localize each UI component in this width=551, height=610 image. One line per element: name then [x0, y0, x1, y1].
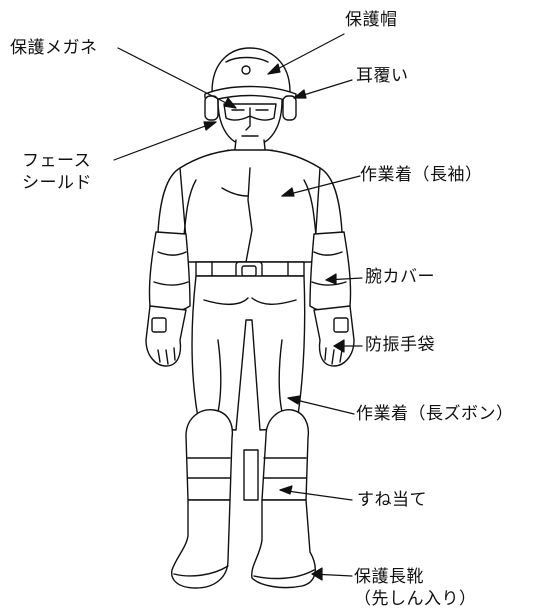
earmuffs-icon [204, 95, 297, 121]
label-earmuffs: 耳覆い [356, 66, 409, 86]
label-arm-cover: 腕カバー [365, 267, 435, 287]
label-trousers: 作業着（長ズボン） [356, 404, 514, 424]
shin-guard-icon [185, 409, 310, 501]
label-jacket: 作業着（長袖） [360, 165, 483, 185]
helmet-icon [204, 47, 297, 102]
label-face-shield: フェース シールド [22, 150, 92, 194]
label-face-shield-line2: シールド [22, 173, 92, 193]
label-face-shield-line1: フェース [22, 151, 92, 171]
label-goggles: 保護メガネ [10, 38, 98, 58]
leader-lines [113, 33, 363, 581]
label-boots-line1: 保護長靴 [354, 567, 424, 587]
boots-icon [171, 449, 316, 589]
label-boots-line2: （先しん入り） [354, 589, 477, 609]
trousers-icon [191, 275, 306, 431]
arm-cover-icon [148, 231, 352, 313]
label-shin-guard: すね当て [357, 490, 427, 510]
face-icon [217, 99, 283, 147]
label-helmet: 保護帽 [345, 10, 398, 30]
label-boots: 保護長靴 （先しん入り） [354, 566, 477, 610]
label-gloves: 防振手袋 [365, 335, 435, 355]
